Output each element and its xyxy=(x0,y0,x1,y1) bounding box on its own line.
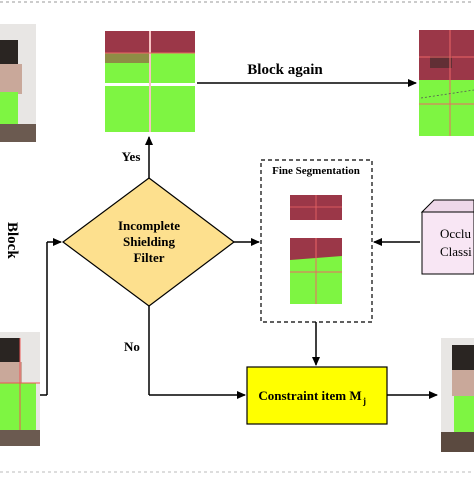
block-tile xyxy=(151,86,195,132)
occlusion-label-line-2: Classi xyxy=(440,244,472,259)
no-label: No xyxy=(124,339,140,354)
segment-block-image xyxy=(290,238,342,304)
block-again-label: Block again xyxy=(247,62,323,78)
block-tile xyxy=(151,53,195,83)
input-face-image-bottom xyxy=(0,332,40,446)
filter-line-3: Filter xyxy=(133,250,164,265)
output-face-image xyxy=(441,338,474,452)
block-tile xyxy=(151,31,195,53)
filter-line-2: Shielding xyxy=(123,234,176,249)
constraint-item-label: Constraint item M xyxy=(258,388,361,403)
reblocked-face-image xyxy=(419,30,474,136)
segment-strip-image xyxy=(290,195,342,220)
fine-segmentation-box xyxy=(260,159,373,323)
fine-segmentation-title: Fine Segmentation xyxy=(272,165,360,177)
filter-line-1: Incomplete xyxy=(118,218,180,233)
yes-label: Yes xyxy=(122,149,141,164)
occlusion-classifier-box xyxy=(420,199,474,275)
side-block-label: Block xyxy=(4,222,20,259)
block-tile xyxy=(105,86,149,132)
block-tile xyxy=(105,31,149,53)
block-grid-image xyxy=(105,31,195,132)
occlusion-label-line-1: Occlu xyxy=(440,226,472,241)
constraint-item-subscript: j xyxy=(362,396,366,406)
input-face-image-top xyxy=(0,24,36,142)
